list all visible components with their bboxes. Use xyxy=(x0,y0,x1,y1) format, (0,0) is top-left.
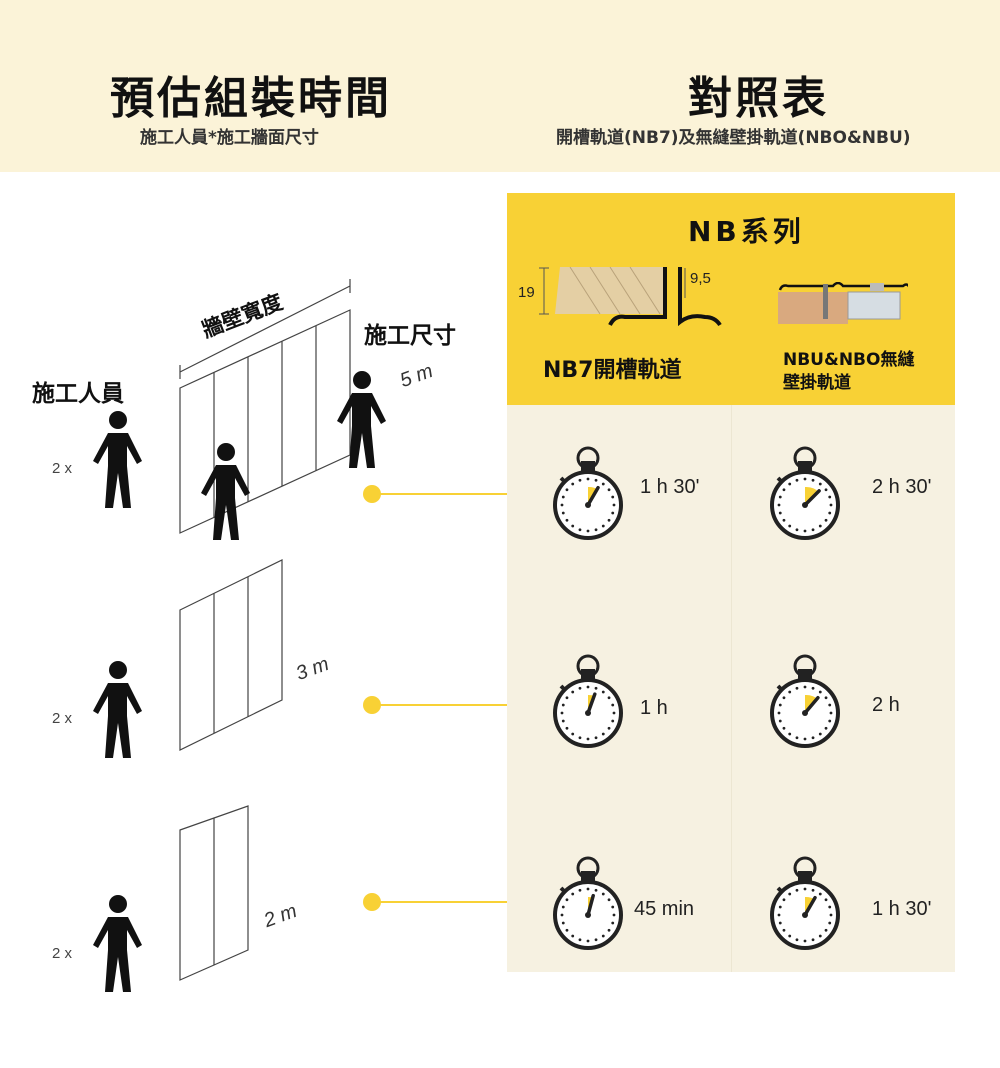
nb7-column-label: NB7開槽軌道 xyxy=(543,358,682,383)
right-title: 對照表 xyxy=(688,73,829,124)
stopwatch-icon xyxy=(553,446,623,540)
stopwatch-icon xyxy=(770,856,840,950)
stopwatch-icon xyxy=(553,654,623,748)
row3-workers: 2 x xyxy=(52,945,73,962)
row3-nbu-time: 1 h 30' xyxy=(872,898,932,920)
row1-nb7-time: 1 h 30' xyxy=(640,476,700,498)
row1-nbu-time: 2 h 30' xyxy=(872,476,932,498)
right-subtitle: 開槽軌道(NB7)及無縫壁掛軌道(NBO&NBU) xyxy=(556,128,911,148)
wall-illustrations xyxy=(93,279,386,992)
left-title: 預估組裝時間 xyxy=(110,73,392,124)
nbu-column-label-line1: NBU&NBO無縫 xyxy=(783,350,915,370)
row2-workers: 2 x xyxy=(52,710,73,727)
dimension-19: 19 xyxy=(518,284,535,301)
nb7-profile-diagram xyxy=(539,266,722,327)
row2-connector xyxy=(372,704,507,706)
stopwatch-icon xyxy=(770,446,840,540)
stopwatch-icon xyxy=(770,654,840,748)
stopwatch-icon xyxy=(553,856,623,950)
row1-connector xyxy=(372,493,507,495)
column-divider xyxy=(731,405,732,972)
row3-nb7-time: 45 min xyxy=(634,898,695,920)
row1-workers: 2 x xyxy=(52,460,73,477)
dimension-9-5: 9,5 xyxy=(690,270,711,287)
row3-connector xyxy=(372,901,507,903)
left-subtitle: 施工人員*施工牆面尺寸 xyxy=(140,128,319,148)
nbu-column-label-line2: 壁掛軌道 xyxy=(783,373,851,393)
size-label: 施工尺寸 xyxy=(364,323,456,349)
nbu-nbo-profile-diagram xyxy=(778,282,908,324)
row2-nb7-time: 1 h xyxy=(640,697,668,719)
workers-label: 施工人員 xyxy=(32,381,124,407)
row2-nbu-time: 2 h xyxy=(872,694,900,716)
header-band xyxy=(0,0,1000,172)
nb-series-title: NB系列 xyxy=(688,215,805,248)
